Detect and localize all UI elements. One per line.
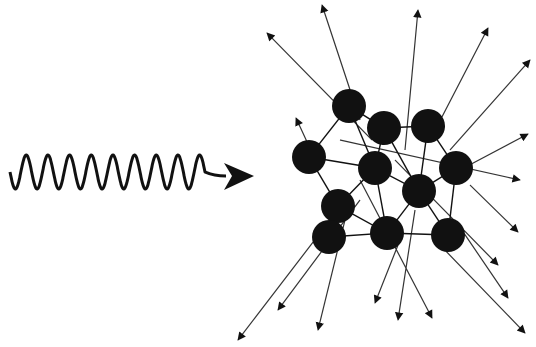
particle	[332, 89, 366, 123]
particle	[411, 109, 445, 143]
incoming-wave	[8, 153, 254, 191]
particle	[292, 140, 326, 174]
particle	[312, 220, 346, 254]
scattered-ray-arrow	[469, 184, 519, 233]
particle	[431, 218, 465, 252]
scattered-ray-arrow	[449, 59, 531, 151]
scattered-ray-arrow	[266, 32, 373, 141]
particle	[439, 151, 473, 185]
particle	[370, 216, 404, 250]
wave-path	[8, 153, 227, 191]
particle	[402, 174, 436, 208]
wave-arrowhead	[224, 163, 254, 190]
scattered-ray-arrow	[395, 209, 416, 321]
scattered-ray-arrow	[439, 244, 526, 334]
particle	[358, 151, 392, 185]
particle	[367, 111, 401, 145]
scattered-ray-arrow	[373, 239, 401, 304]
scattered-ray-arrow	[339, 139, 521, 183]
particle-cluster	[292, 89, 473, 254]
particle	[321, 189, 355, 223]
scattered-ray-arrow	[359, 179, 433, 319]
